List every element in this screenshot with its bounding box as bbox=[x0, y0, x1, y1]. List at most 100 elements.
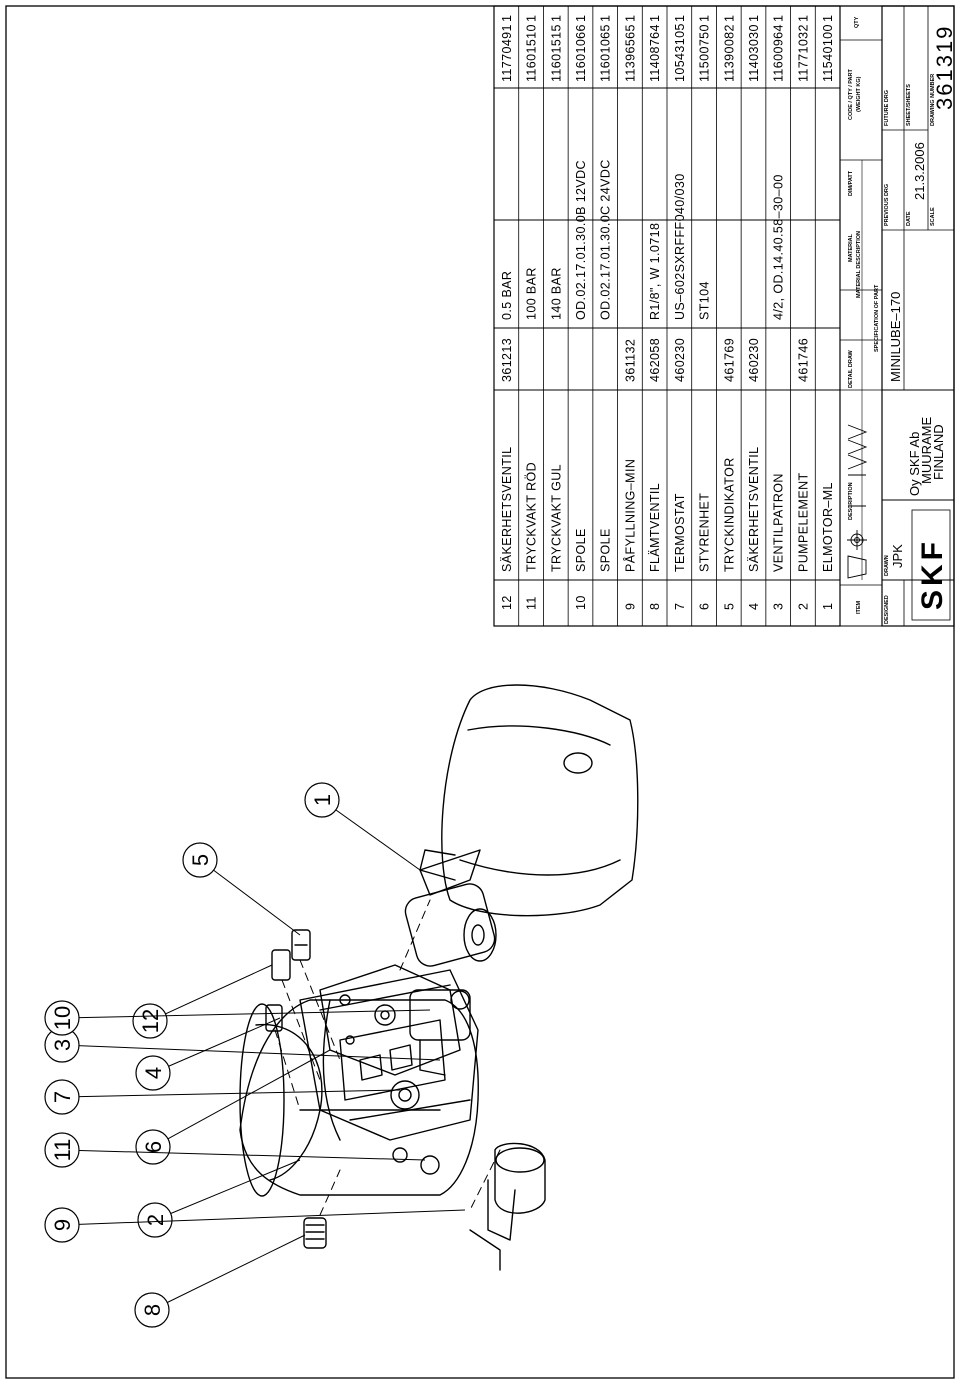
date-value: 21.3.2006 bbox=[912, 142, 927, 200]
drawing-number-label: DRAWING NUMBER bbox=[930, 74, 936, 126]
bom-cell-material: R1/8", W 1.0718 bbox=[648, 223, 662, 320]
bom-cell-material: OD.02.17.01.30.0C 24VDC bbox=[599, 159, 613, 320]
bom-cell-code: 11601066 bbox=[574, 24, 588, 82]
bom-cell-code: 11390082 bbox=[722, 24, 736, 82]
callout-leader-line bbox=[61, 1009, 431, 1019]
vent-valve-icon bbox=[303, 1217, 327, 1249]
bom-cell-qty: 1 bbox=[599, 15, 613, 22]
bom-cell-qty: 1 bbox=[722, 15, 736, 22]
bom-cell-code: 11601065 bbox=[599, 24, 613, 82]
callout-leader-line bbox=[149, 964, 273, 1022]
projection-symbol-icon bbox=[847, 530, 867, 579]
bom-cell-description: SPOLE bbox=[599, 528, 613, 572]
bom-cell-description: STYRENHET bbox=[698, 493, 712, 572]
callout-number: 6 bbox=[141, 1141, 166, 1153]
electric-motor-icon bbox=[404, 849, 497, 967]
bom-cell-item: 3 bbox=[772, 603, 786, 610]
callout-circle bbox=[44, 1000, 80, 1036]
header-item: ITEM bbox=[856, 600, 862, 614]
callout-leader-line bbox=[321, 799, 421, 871]
bom-cell-detail-drw: 460230 bbox=[747, 338, 761, 382]
bom-cell-qty: 1 bbox=[796, 15, 810, 22]
callout-leader-line bbox=[154, 1159, 301, 1221]
company-line-1: Oy SKF Ab bbox=[907, 432, 922, 496]
bom-cell-code: 11403030 bbox=[747, 24, 761, 82]
bom-cell-item: 11 bbox=[525, 596, 539, 610]
bom-cell-code: 11601515 bbox=[549, 24, 563, 82]
bom-cell-description: SÄKERHETSVENTIL bbox=[500, 447, 514, 572]
skf-logo: SKF bbox=[911, 509, 951, 621]
bom-cell-code: 11408764 bbox=[648, 24, 662, 82]
callout-leader-line bbox=[199, 859, 301, 936]
header-material-description: MATERIAL DESCRIPTION bbox=[856, 231, 862, 298]
parts-list-header: QTY CODE / QTY / PART (WEIGHT KG) DIM/PA… bbox=[839, 5, 883, 627]
header-specification: SPECIFICATION OF PART bbox=[874, 284, 880, 352]
callout-1: 1 bbox=[304, 782, 421, 871]
callout-8: 8 bbox=[134, 1234, 306, 1328]
motor-housing-icon bbox=[419, 684, 639, 917]
fill-cap-icon bbox=[469, 1142, 546, 1271]
callout-number: 5 bbox=[188, 854, 213, 866]
bom-cell-material: 100 BAR bbox=[525, 267, 539, 320]
skf-logo-text: SKF bbox=[916, 538, 949, 610]
sheet-label: SHEET/SHEETS bbox=[906, 84, 912, 126]
bom-cell-item: 10 bbox=[574, 595, 588, 610]
bom-cell-material: ST104 bbox=[698, 281, 712, 320]
bom-cell-code: 11771032 bbox=[796, 24, 810, 82]
callout-11: 11 bbox=[44, 1132, 426, 1168]
bom-cell-qty: 1 bbox=[574, 15, 588, 22]
callout-9: 9 bbox=[44, 1207, 466, 1243]
reservoir-icon bbox=[239, 999, 479, 1197]
previous-drg-label: PREVIOUS DRG bbox=[884, 184, 890, 226]
bom-cell-item: 9 bbox=[623, 603, 637, 610]
bom-cell-description: TRYCKINDIKATOR bbox=[722, 457, 736, 572]
callout-circle bbox=[44, 1079, 80, 1115]
bom-cell-material: US–602SXRFFF040/030 bbox=[673, 173, 687, 320]
drawn-value: JPK bbox=[890, 544, 905, 568]
bom-cell-code: 11540100 bbox=[821, 24, 835, 82]
header-code: CODE / QTY / PART bbox=[848, 69, 854, 120]
bom-cell-qty: 1 bbox=[673, 15, 687, 22]
scale-label: SCALE bbox=[930, 207, 936, 226]
bom-cell-description: TRYCKVAKT RÖD bbox=[525, 462, 539, 572]
callout-circle bbox=[44, 1207, 80, 1243]
header-material: MATERIAL bbox=[848, 233, 854, 262]
surface-symbols-icon bbox=[847, 424, 868, 507]
header-weight: (WEIGHT KG) bbox=[856, 76, 862, 112]
callout-number: 7 bbox=[50, 1091, 75, 1103]
header-dimpatt: DIM/PATT bbox=[848, 170, 854, 196]
callout-4: 4 bbox=[135, 1017, 281, 1091]
bom-cell-code: 11601510 bbox=[525, 24, 539, 82]
bom-cell-description: PÅFYLLNING–MIN bbox=[622, 459, 637, 572]
bom-cell-item: 5 bbox=[722, 603, 736, 610]
bom-cell-description: TERMOSTAT bbox=[673, 493, 687, 572]
callout-circle bbox=[44, 1132, 80, 1168]
callout-circle bbox=[182, 842, 218, 878]
callout-circle bbox=[304, 782, 340, 818]
valve-block-icon bbox=[299, 969, 479, 1175]
bom-cell-code: 11396565 bbox=[623, 24, 637, 82]
callout-leader-line bbox=[61, 1209, 466, 1226]
bom-cell-description: SÄKERHETSVENTIL bbox=[747, 447, 761, 572]
company-line-2: MUURAME bbox=[919, 417, 934, 484]
bom-cell-material: 0.5 BAR bbox=[500, 271, 514, 320]
bom-cell-detail-drw: 460230 bbox=[673, 338, 687, 382]
callout-10: 10 bbox=[44, 1000, 431, 1036]
bom-cell-qty: 1 bbox=[500, 15, 514, 22]
bom-cell-description: VENTILPATRON bbox=[772, 473, 786, 572]
callout-7: 7 bbox=[44, 1079, 401, 1115]
company-line-3: FINLAND bbox=[931, 424, 946, 480]
assembly-guide-lines bbox=[274, 899, 501, 1216]
bom-cell-qty: 1 bbox=[648, 15, 662, 22]
bom-cell-code: 11600964 bbox=[772, 24, 786, 82]
callout-number: 4 bbox=[141, 1067, 166, 1079]
callout-number: 8 bbox=[140, 1304, 165, 1316]
bom-cell-qty: 1 bbox=[549, 15, 563, 22]
bom-cell-qty: 1 bbox=[821, 15, 835, 22]
bom-cell-item: 12 bbox=[500, 595, 514, 610]
bom-cell-material: 140 BAR bbox=[549, 267, 563, 320]
callout-number: 9 bbox=[50, 1219, 75, 1231]
drawing-border bbox=[5, 5, 955, 1379]
callout-12: 12 bbox=[132, 964, 273, 1039]
